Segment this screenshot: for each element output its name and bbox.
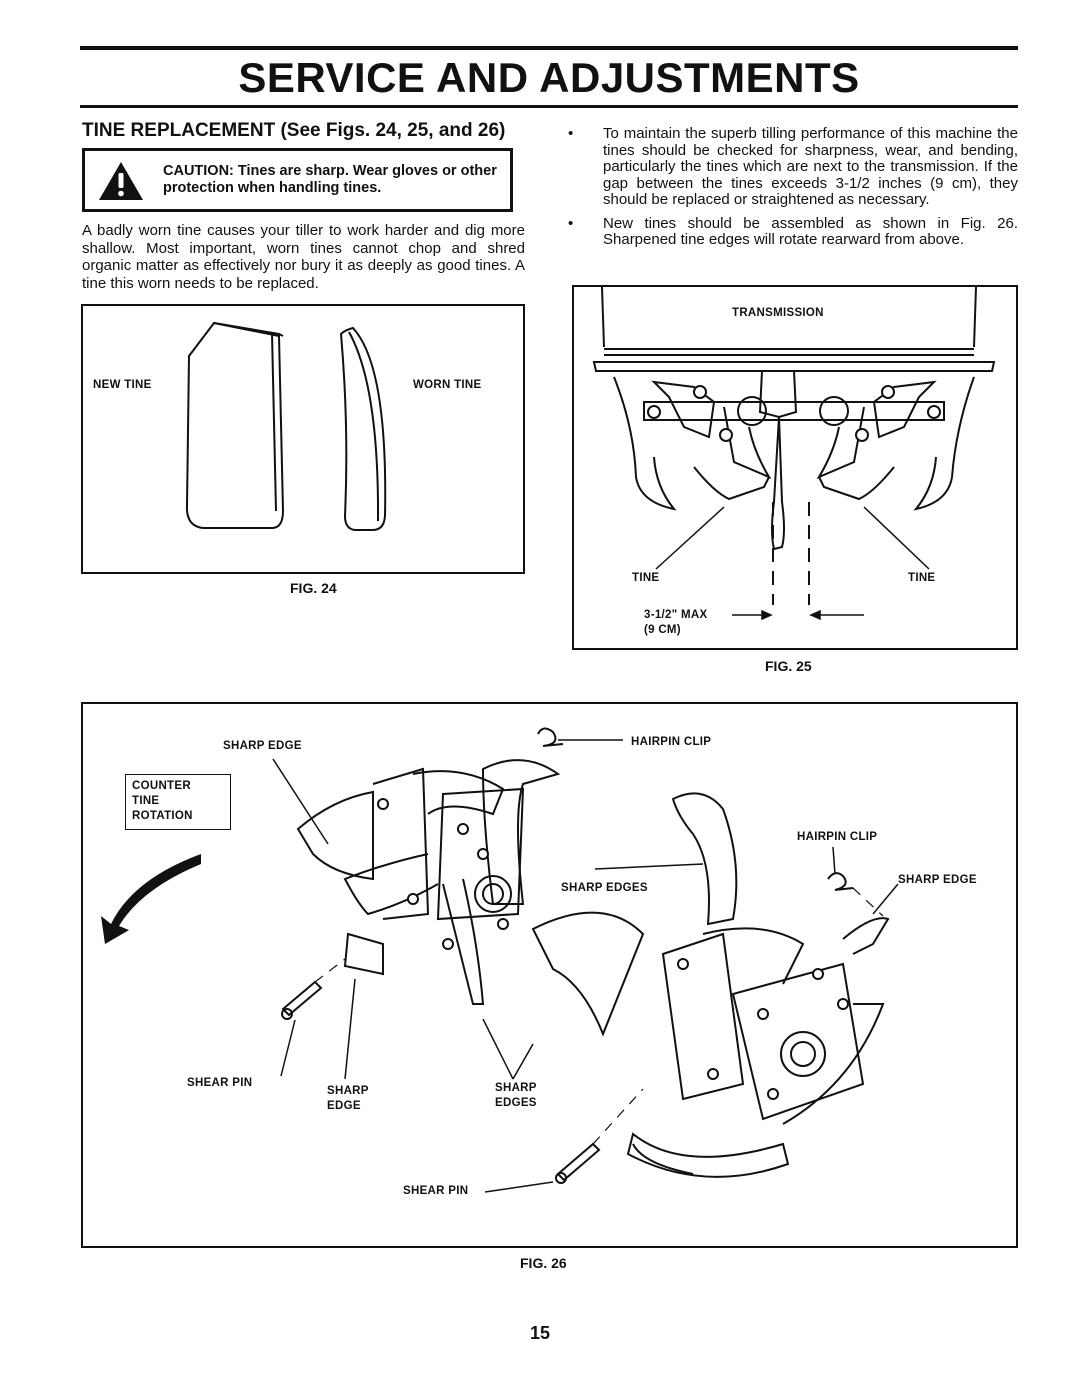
shear-pin-label-left: SHEAR PIN <box>187 1077 253 1089</box>
sharp-edge-label-bottom: SHARP <box>327 1085 369 1097</box>
maintenance-bullets: • To maintain the superb tilling perform… <box>568 125 1018 256</box>
bullet-item: • To maintain the superb tilling perform… <box>568 125 1018 209</box>
tine-label-right: TINE <box>908 572 936 584</box>
page-title: SERVICE AND ADJUSTMENTS <box>238 54 860 101</box>
tine-gap-drawing <box>592 287 996 621</box>
sharp-edge-label-bottom: EDGE <box>327 1100 361 1112</box>
bullet-item: • New tines should be assembled as shown… <box>568 214 1018 249</box>
fig26-caption: FIG. 26 <box>520 1255 567 1271</box>
fig24-caption: FIG. 24 <box>290 580 337 596</box>
bullet-icon: • <box>568 214 574 232</box>
rotation-box-line: COUNTER <box>132 780 191 792</box>
title-underline <box>80 105 1018 108</box>
sharp-edge-label-right: SHARP EDGE <box>898 874 977 886</box>
rotation-box-line: ROTATION <box>132 810 193 822</box>
fig25-diagram: TRANSMISSION TINE TINE 3-1/2" MAX (9 CM) <box>572 285 1018 650</box>
top-rule <box>80 46 1018 50</box>
fig24-diagram: NEW TINE WORN TINE <box>81 304 525 574</box>
gap-metric-label: (9 CM) <box>644 624 681 636</box>
section-heading: TINE REPLACEMENT (See Figs. 24, 25, and … <box>82 120 506 141</box>
warning-triangle-icon <box>99 162 143 200</box>
rotation-box-line: TINE <box>132 795 160 807</box>
caution-box: CAUTION: Tines are sharp. Wear gloves or… <box>82 148 513 212</box>
transmission-label: TRANSMISSION <box>732 307 824 319</box>
caution-text: CAUTION: Tines are sharp. Wear gloves or… <box>163 163 497 196</box>
bullet-text: To maintain the superb tilling performan… <box>603 125 1018 208</box>
new-tine-label: NEW TINE <box>93 379 152 391</box>
worn-tine-paragraph: A badly worn tine causes your tiller to … <box>82 222 525 292</box>
tine-comparison-drawing <box>185 321 387 531</box>
counter-tine-rotation-box: COUNTER TINE ROTATION <box>125 774 231 830</box>
sharp-edges-label-mid: SHARP EDGES <box>561 882 648 894</box>
bullet-text: New tines should be assembled as shown i… <box>603 214 1018 248</box>
sharp-edge-label-top: SHARP EDGE <box>223 740 302 752</box>
counter-rotation-arrow-icon <box>101 854 201 944</box>
fig26-diagram: SHARP EDGE HAIRPIN CLIP COUNTER TINE ROT… <box>81 702 1018 1248</box>
tine-label-left: TINE <box>632 572 660 584</box>
worn-tine-label: WORN TINE <box>413 379 482 391</box>
page-number: 15 <box>529 1323 551 1343</box>
sharp-edges-label-bottom: EDGES <box>495 1097 537 1109</box>
gap-max-label: 3-1/2" MAX <box>644 609 708 621</box>
tine-assembly-drawing <box>101 727 899 1193</box>
bullet-icon: • <box>568 125 574 142</box>
shear-pin-label-bottom: SHEAR PIN <box>403 1185 469 1197</box>
hairpin-clip-label-top: HAIRPIN CLIP <box>631 736 712 748</box>
fig25-caption: FIG. 25 <box>765 658 812 674</box>
hairpin-clip-label-mid: HAIRPIN CLIP <box>797 831 878 843</box>
sharp-edges-label-bottom: SHARP <box>495 1082 537 1094</box>
